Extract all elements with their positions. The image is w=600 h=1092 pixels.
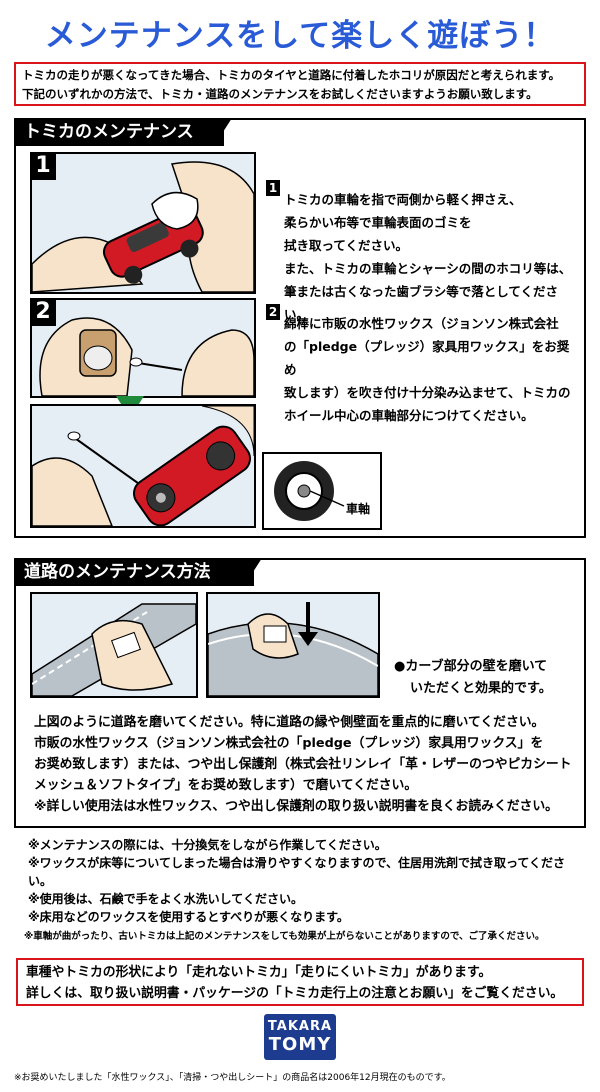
step2-number-badge: 2 — [30, 298, 56, 326]
hands-wiping-car-icon — [32, 161, 254, 292]
step2-spray-illustration — [30, 298, 256, 398]
road-line: 上図のように道路を磨いてください。特に道路の縁や側壁面を重点的に磨いてください。 — [34, 715, 545, 730]
road-line: お奨め致します）または、つや出し保護剤（株式会社リンレイ「革・レザーのつやピカシ… — [34, 757, 572, 772]
section1-tab-tail — [214, 118, 232, 146]
warning-line-1: 車種やトミカの形状により「走れないトミカ」「走りにくいトミカ」があります。 — [26, 965, 492, 980]
axle-callout: 車軸 — [262, 452, 382, 530]
step1-instructions: トミカの車輪を指で両側から軽く押さえ、 柔らかい布等で車輪表面のゴミを 拭き取っ… — [284, 188, 574, 326]
step2-instructions: 綿棒に市販の水性ワックス（ジョンソン株式会社 の「pledge（プレッジ）家具用… — [284, 312, 580, 427]
takara-tomy-logo: TAKARA TOMY — [264, 1014, 336, 1060]
section2-tab-tail — [244, 558, 262, 586]
notes-list: ※メンテナンスの際には、十分換気をしながら作業してください。 ※ワックスが床等に… — [28, 836, 588, 926]
hand-wiping-road-icon — [32, 603, 196, 696]
disclaimer: ※車軸が曲がったり、古いトミカは上記のメンテナンスをしても効果が上がらないことが… — [24, 931, 545, 942]
intro-line-1: トミカの走りが悪くなってきた場合、トミカのタイヤと道路に付着したホコリが原因だと… — [22, 68, 561, 82]
tomica-maintenance-section — [14, 118, 586, 538]
road-line: 市販の水性ワックス（ジョンソン株式会社の「pledge（プレッジ）家具用ワックス… — [34, 736, 544, 751]
swab-on-axle-icon — [32, 406, 254, 526]
step1-number-badge: 1 — [30, 152, 56, 180]
curve-wipe-illustration — [206, 592, 380, 698]
step1-line: 拭き取ってください。 — [284, 238, 409, 253]
note-item: ※ワックスが床等についてしまった場合は滑りやすくなりますので、住居用洗剤で拭き取… — [28, 856, 566, 888]
section2-heading: 道路のメンテナンス方法 — [14, 558, 254, 586]
step2-text-number: 2 — [266, 304, 280, 320]
intro-box: トミカの走りが悪くなってきた場合、トミカのタイヤと道路に付着したホコリが原因だと… — [14, 62, 586, 106]
road-maintenance-section — [14, 558, 586, 828]
road-wipe-illustration — [30, 592, 198, 698]
logo-bottom-text: TOMY — [268, 1034, 332, 1055]
section1-heading: トミカのメンテナンス — [14, 118, 224, 146]
logo-top-text: TAKARA — [267, 1019, 333, 1034]
step2-line: 綿棒に市販の水性ワックス（ジョンソン株式会社 — [284, 316, 559, 331]
road-line: メッシュ＆ソフトタイプ」をお奨め致します）で磨いてください。 — [34, 778, 418, 793]
curve-note: ●カーブ部分の壁を磨いて いただくと効果的です。 — [394, 656, 552, 700]
road-line: ※詳しい使用法は水性ワックス、つや出し保護剤の取り扱い説明書を良くお読みください… — [34, 799, 558, 814]
wheel-axle-icon — [274, 461, 345, 521]
step2-apply-illustration — [30, 404, 256, 528]
warning-box: 車種やトミカの形状により「走れないトミカ」「走りにくいトミカ」があります。 詳し… — [16, 958, 584, 1006]
step2-line: の「pledge（プレッジ）家具用ワックス」をお奨め — [284, 339, 570, 377]
step1-illustration — [30, 152, 256, 294]
step2-line: ホイール中心の車軸部分につけてください。 — [284, 408, 534, 423]
step1-text-number: 1 — [266, 180, 280, 196]
step1-line: また、トミカの車輪とシャーシの間のホコリ等は、 — [284, 261, 572, 276]
warning-line-2: 詳しくは、取り扱い説明書・パッケージの「トミカ走行上の注意とお願い」をご覧くださ… — [26, 986, 564, 1001]
step1-line: トミカの車輪を指で両側から軽く押さえ、 — [284, 192, 522, 207]
hand-wiping-curve-icon — [208, 602, 378, 696]
road-instructions: 上図のように道路を磨いてください。特に道路の縁や側壁面を重点的に磨いてください。… — [34, 712, 580, 817]
step1-line: 筆または古くなった歯ブラシ等で落としてください。 — [284, 284, 559, 322]
axle-label: 車軸 — [346, 502, 371, 516]
step2-line: 致します）を吹き付け十分染み込ませて、トミカの — [284, 385, 571, 400]
note-item: ※使用後は、石鹸で手をよく水洗いしてください。 — [28, 892, 303, 906]
note-item: ※床用などのワックスを使用するとすべりが悪くなります。 — [28, 910, 349, 924]
curve-note-line-1: ●カーブ部分の壁を磨いて — [394, 659, 548, 674]
step1-line: 柔らかい布等で車輪表面のゴミを — [284, 215, 472, 230]
spray-swab-icon — [39, 317, 254, 396]
footer-note: ※お奨めいたしました「水性ワックス」、「清掃・つや出しシート」の商品名は2006… — [14, 1073, 451, 1083]
curve-note-line-2: いただくと効果的です。 — [410, 681, 552, 696]
intro-line-2: 下記のいずれかの方法で、トミカ・道路のメンテナンスをお試しくださいますようお願い… — [22, 87, 538, 101]
page-title: メンテナンスをして楽しく遊ぼう！ — [44, 18, 556, 54]
note-item: ※メンテナンスの際には、十分換気をしながら作業してください。 — [28, 838, 387, 852]
